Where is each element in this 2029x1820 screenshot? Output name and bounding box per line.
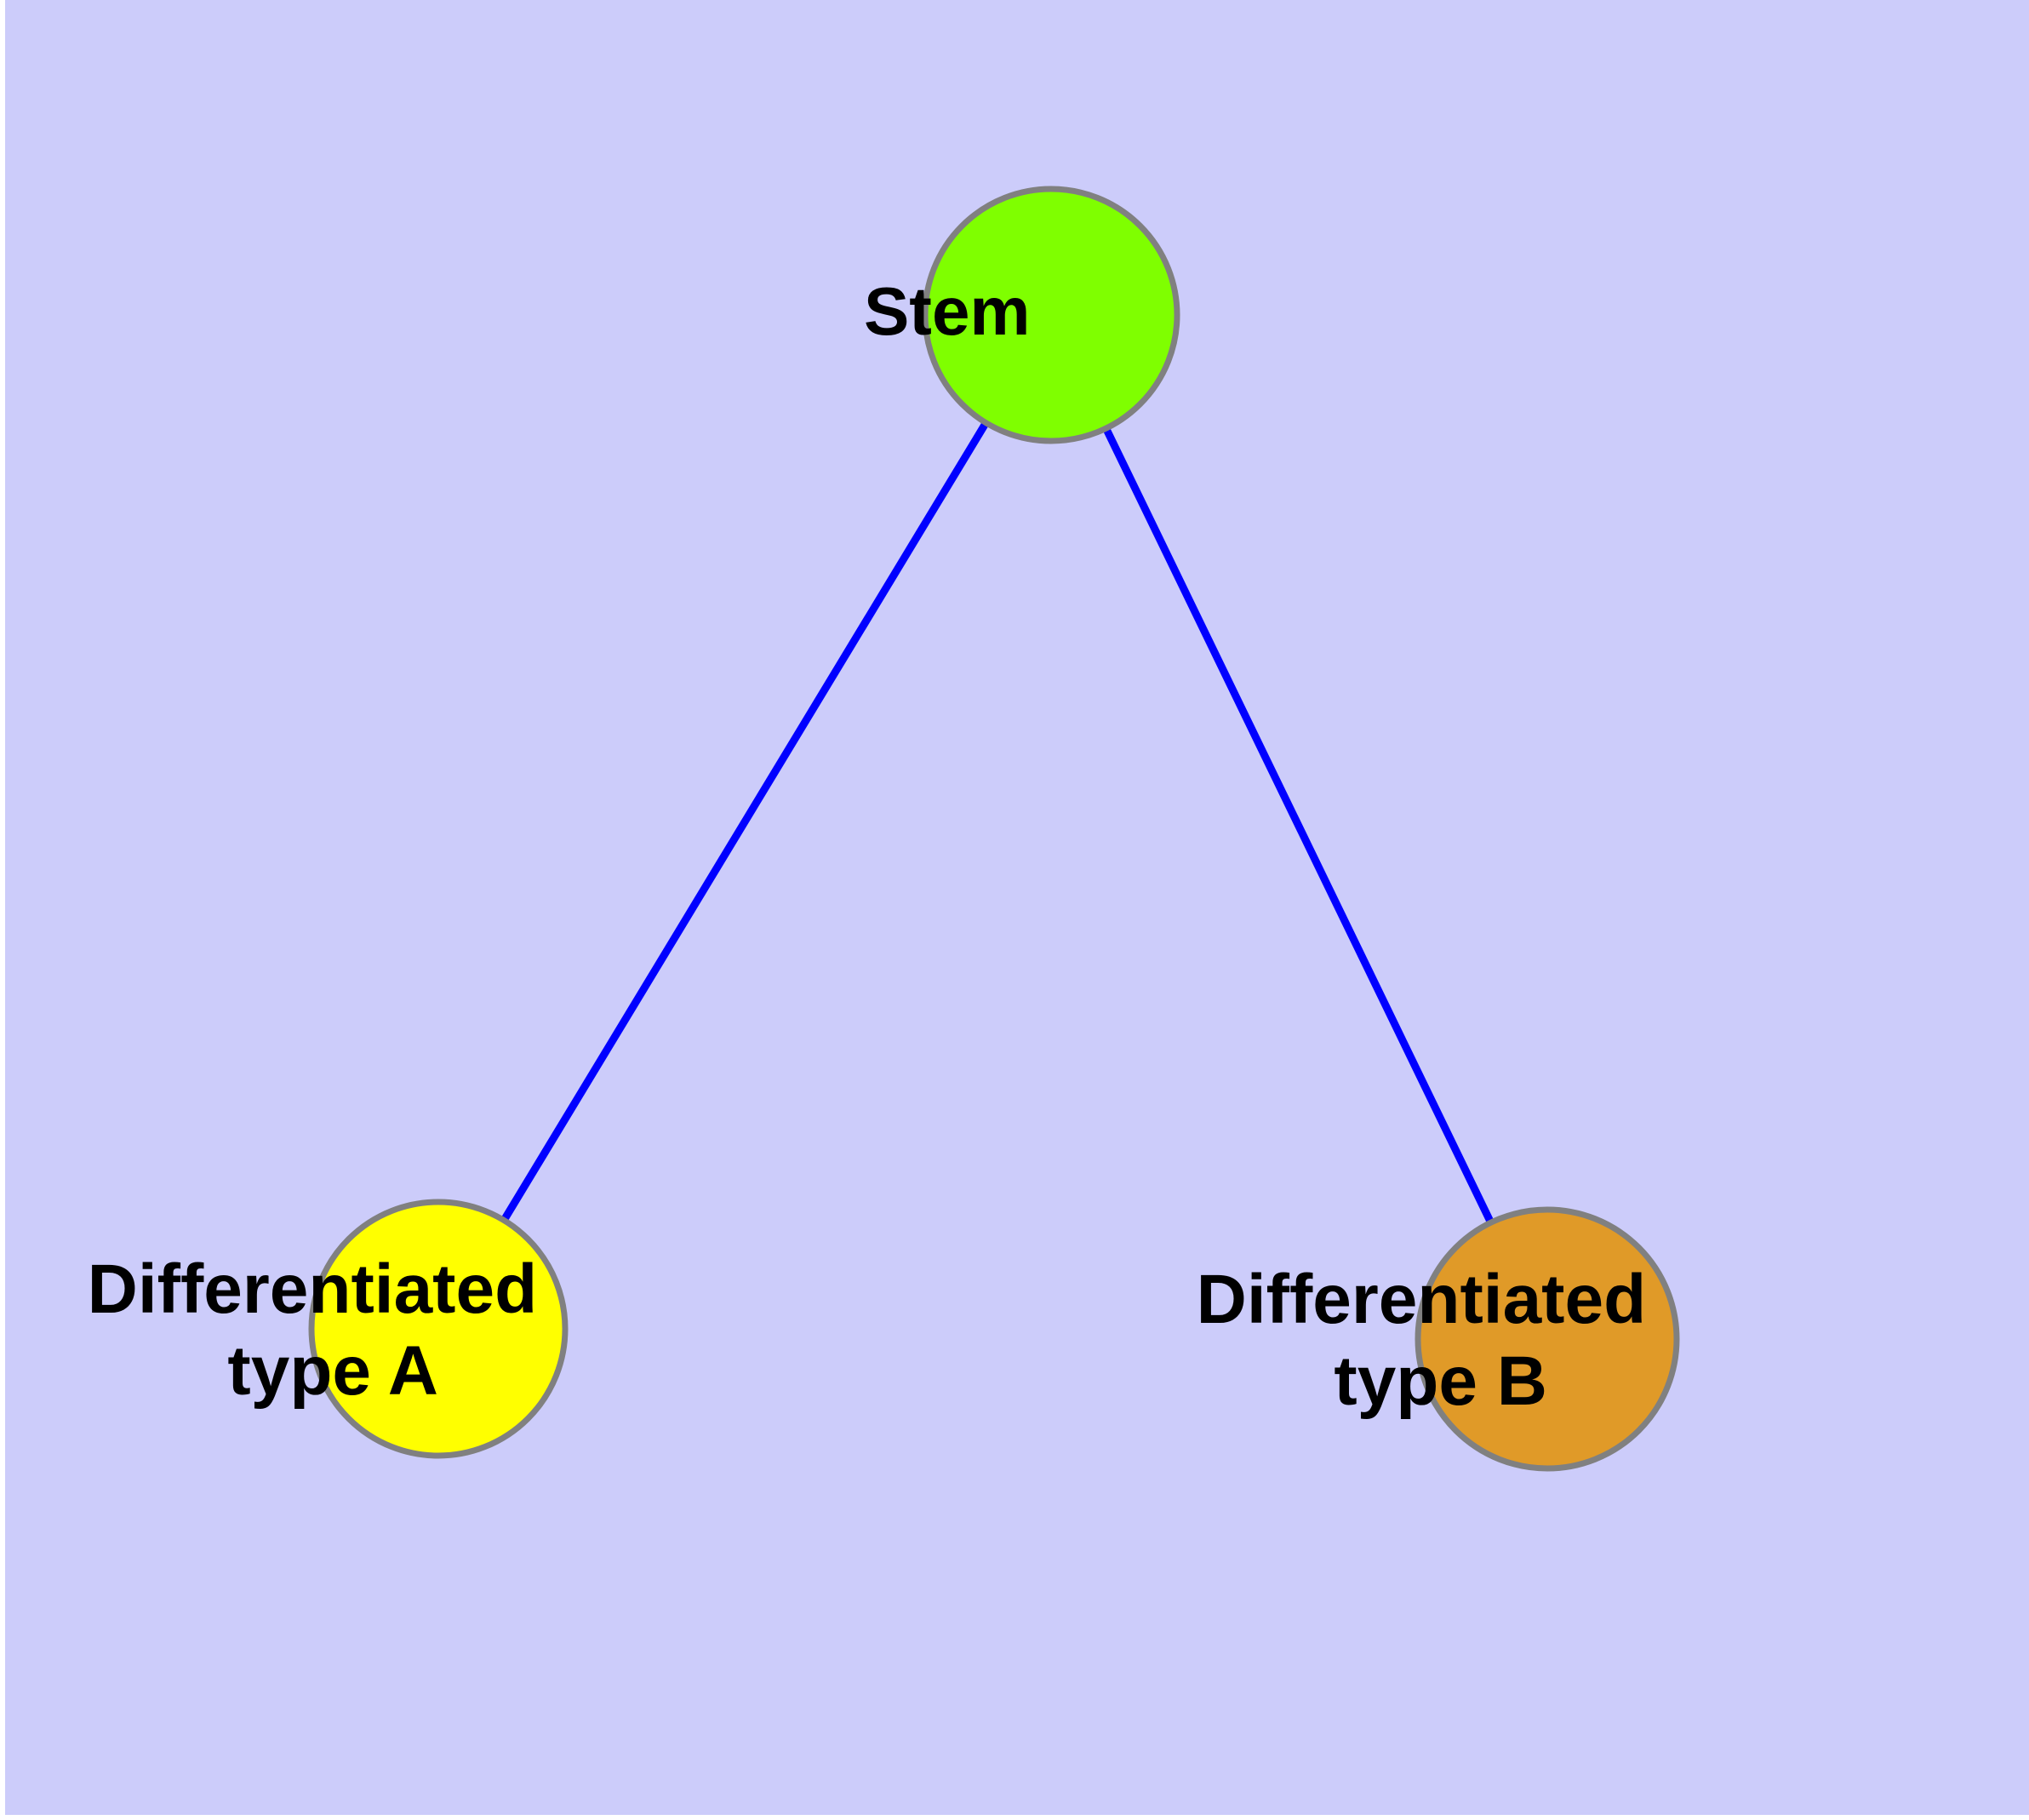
node-differentiated-type-a[interactable]: Differentiated type A: [88, 1199, 790, 1459]
node-circle-stem[interactable]: [922, 186, 1180, 444]
node-label-line: Differentiated: [88, 1251, 538, 1328]
node-label-line: Differentiated: [1197, 1261, 1647, 1338]
node-label-differentiated-type-a: Differentiated type A: [88, 1251, 790, 1410]
node-label-line: Stem: [864, 273, 1031, 349]
edge-layer: [435, 312, 1552, 1341]
node-differentiated-type-b[interactable]: Differentiated type B: [1197, 1206, 1899, 1472]
node-circle-differentiated-type-b[interactable]: [1415, 1206, 1680, 1472]
graph-svg: Differentiated type A Differentiated typ…: [88, 186, 1899, 1472]
diagram-plot-area: Differentiated type A Differentiated typ…: [5, 0, 2029, 1815]
node-label-line: type A: [227, 1332, 437, 1410]
node-label-differentiated-type-b: Differentiated type B: [1197, 1261, 1899, 1420]
node-stem[interactable]: Stem: [864, 186, 1238, 444]
node-layer: Differentiated type A Differentiated typ…: [88, 186, 1899, 1472]
node-label-line: type B: [1334, 1342, 1547, 1420]
edge-stem-to-differentiated-type-a[interactable]: [435, 312, 1055, 1331]
node-circle-differentiated-type-a[interactable]: [308, 1199, 569, 1459]
node-label-stem: Stem: [864, 273, 1238, 349]
edge-stem-to-differentiated-type-b[interactable]: [1047, 313, 1552, 1341]
